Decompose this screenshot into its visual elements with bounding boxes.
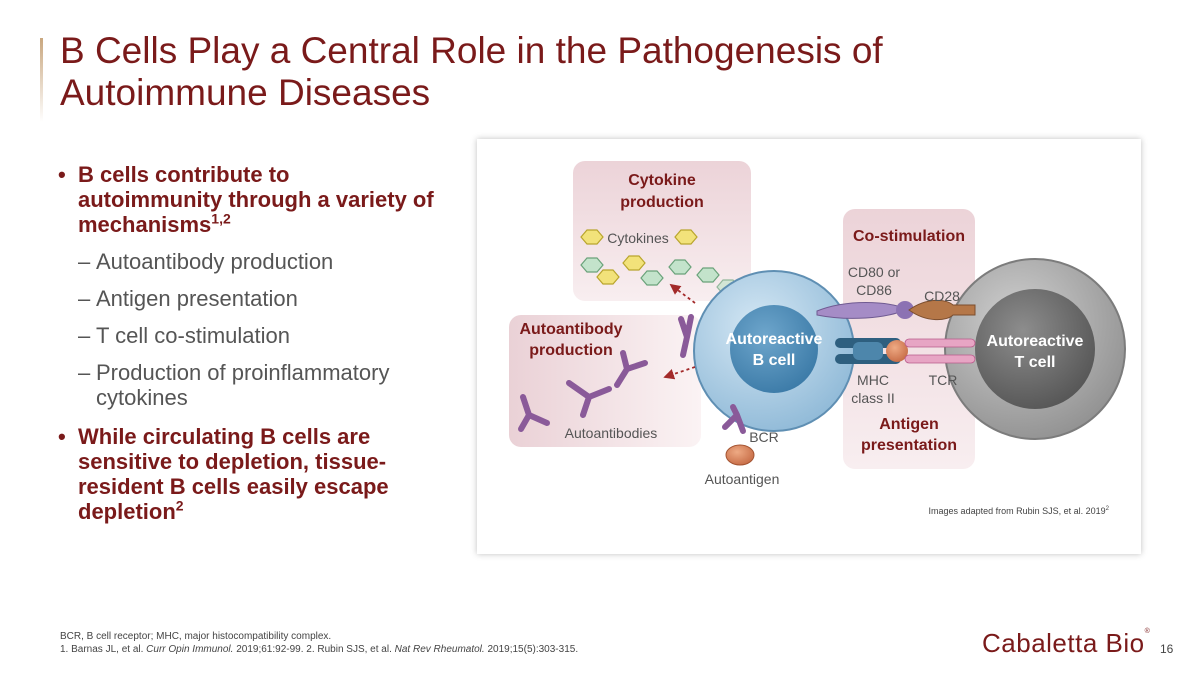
company-logo: Cabaletta Bio® <box>982 628 1150 659</box>
antigen-presentation-title: presentation <box>861 437 957 454</box>
cd80-head <box>896 301 914 319</box>
antibodies <box>518 314 746 434</box>
references: 1. Barnas JL, et al. Curr Opin Immunol. … <box>60 644 579 655</box>
bullet-depletion-text: While circulating B cells are sensitive … <box>78 424 389 524</box>
cytokine-green <box>696 267 720 283</box>
mhc-label: class II <box>851 390 895 406</box>
autoantibodies-label: Autoantibodies <box>565 425 658 441</box>
sub-bullet-antigen: –Antigen presentation <box>58 286 438 311</box>
tcr-chain <box>904 354 976 364</box>
cytokine-yellow <box>622 255 646 271</box>
dash: – <box>78 286 91 311</box>
registered-mark: ® <box>1144 628 1151 635</box>
cd28-molecule <box>908 299 976 321</box>
bullet-mechanisms-ref: 1,2 <box>211 210 231 227</box>
bullet-depletion: While circulating B cells are sensitive … <box>58 424 438 524</box>
antibody-icon <box>678 314 694 358</box>
bullet-mechanisms-text: B cells contribute to autoimmunity throu… <box>78 162 434 237</box>
dash: – <box>78 323 91 348</box>
mhc-groove <box>853 342 883 360</box>
antibody-icon <box>566 380 612 418</box>
autoantibody-arrow <box>663 366 696 380</box>
sub-bullet-text: T cell co-stimulation <box>96 323 290 348</box>
cd80-label: CD80 or <box>848 264 900 280</box>
slide-title: B Cells Play a Central Role in the Patho… <box>60 30 883 113</box>
tcr-chain <box>904 338 976 348</box>
cytokines-label: Cytokines <box>607 230 668 246</box>
logo-text: Cabaletta Bio <box>982 628 1145 658</box>
title-accent-bar <box>40 38 43 122</box>
cd80-label: CD86 <box>856 282 892 298</box>
cytokine-box-title: production <box>620 194 704 211</box>
autoantibody-box-title: production <box>529 342 613 359</box>
bcr-label: BCR <box>749 429 779 445</box>
bullet-depletion-ref: 2 <box>175 497 184 514</box>
antibody-icon <box>518 394 550 432</box>
cytokine-arrow <box>669 283 696 304</box>
bullet-mechanisms: B cells contribute to autoimmunity throu… <box>58 162 438 237</box>
t-cell-label: T cell <box>1015 354 1056 371</box>
cytokine-box <box>573 161 751 301</box>
sub-bullet-autoantibody: –Autoantibody production <box>58 249 438 274</box>
footer-references: BCR, B cell receptor; MHC, major histoco… <box>60 630 578 656</box>
abbreviations: BCR, B cell receptor; MHC, major histoco… <box>60 631 332 642</box>
cytokine-green <box>640 270 664 286</box>
sub-bullet-costimulation: –T cell co-stimulation <box>58 323 438 348</box>
cytokine-box-title: Cytokine <box>628 172 696 189</box>
sub-bullet-text: Production of proinflammatory cytokines <box>96 360 390 410</box>
t-cell-nucleus <box>975 289 1095 409</box>
cd28-label: CD28 <box>924 288 960 304</box>
antigen-presentation-title: Antigen <box>879 416 939 433</box>
cytokine-green <box>580 257 604 273</box>
sub-bullet-text: Autoantibody production <box>96 249 334 274</box>
tcr-molecule <box>904 338 976 364</box>
page-number: 16 <box>1160 642 1174 656</box>
tcr-label: TCR <box>929 372 958 388</box>
autoantibody-box <box>509 315 701 447</box>
dash: – <box>78 360 91 385</box>
autoantigen-shape <box>725 444 755 466</box>
dash: – <box>78 249 91 274</box>
peptide-antigen <box>886 340 908 362</box>
cytokine-yellow <box>674 229 698 245</box>
t-cell-label: Autoreactive <box>987 333 1084 350</box>
diagram-card: Cytokine production Autoantibody product… <box>477 139 1141 554</box>
b-cell-label: Autoreactive <box>726 331 823 348</box>
antibody-icon <box>614 350 648 388</box>
b-cell-nucleus <box>730 305 818 393</box>
cytokine-yellow <box>580 229 604 245</box>
sub-bullet-text: Antigen presentation <box>96 286 298 311</box>
b-cell-label: B cell <box>753 352 796 369</box>
cytokine-yellow <box>596 269 620 285</box>
image-credit: Images adapted from Rubin SJS, et al. 20… <box>929 506 1110 516</box>
costimulation-title: Co-stimulation <box>853 228 965 245</box>
mhc-label: MHC <box>857 372 889 388</box>
bullet-list: B cells contribute to autoimmunity throu… <box>58 162 438 524</box>
b-cell-diagram: Cytokine production Autoantibody product… <box>509 161 1126 516</box>
autoantigen-label: Autoantigen <box>705 471 780 487</box>
autoantibody-box-title: Autoantibody <box>519 321 622 338</box>
bcr-antibody-icon <box>722 404 746 434</box>
mhc-class-ii <box>835 338 901 364</box>
sub-bullet-cytokines: –Production of proinflammatory cytokines <box>58 360 438 410</box>
cytokine-green <box>668 259 692 275</box>
